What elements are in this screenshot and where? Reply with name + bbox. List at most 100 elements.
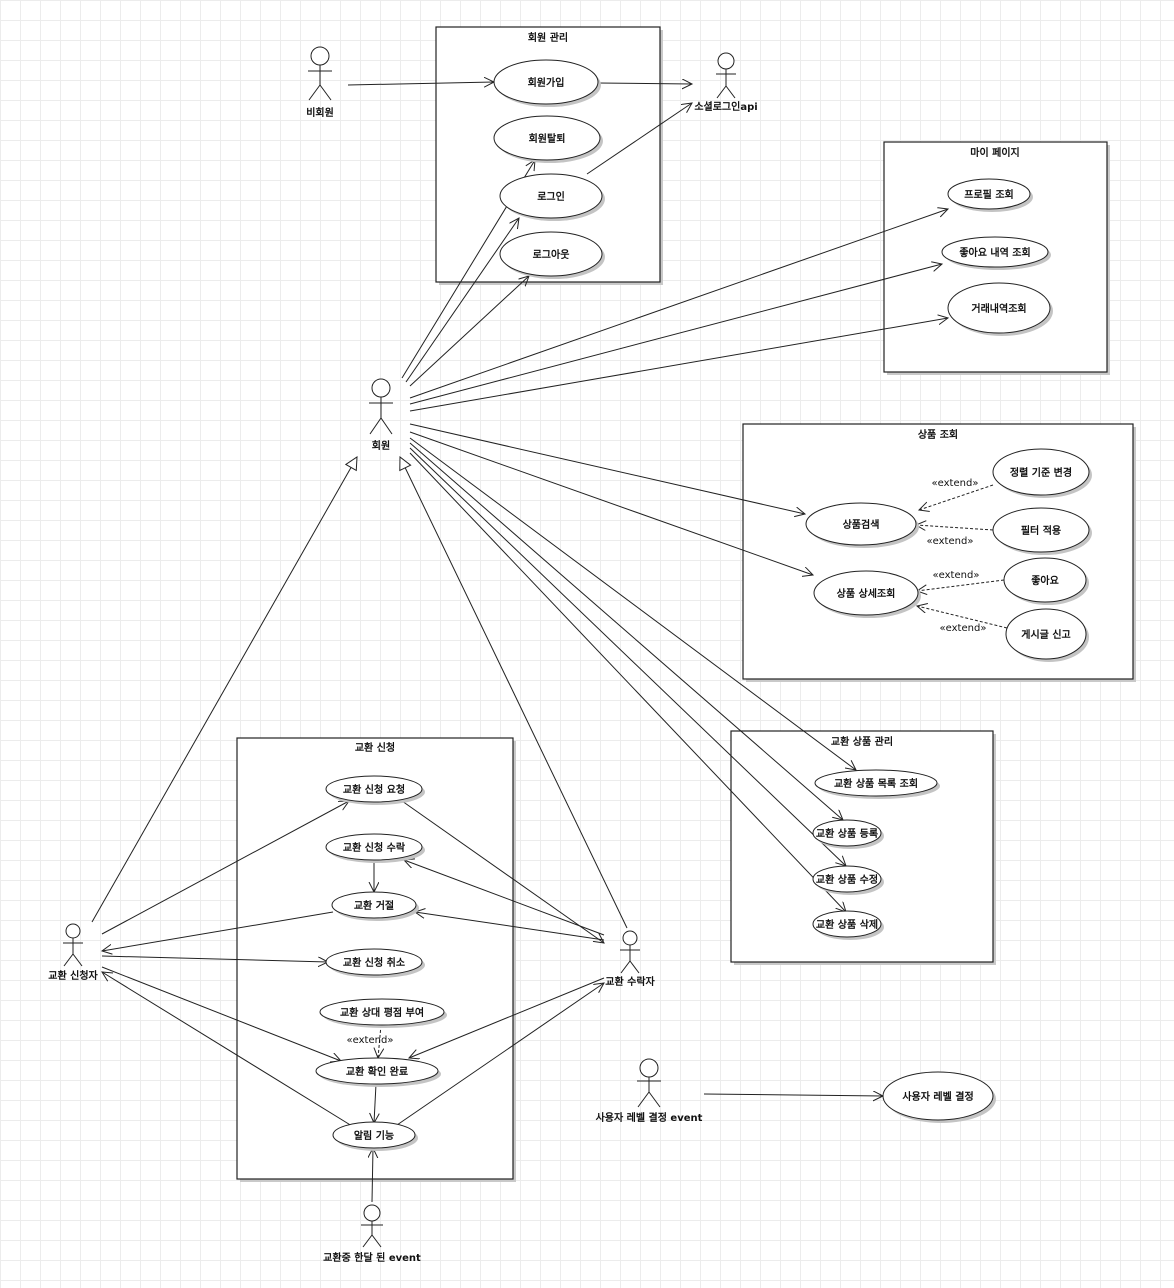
usecase-trade-history-label: 거래내역조회 <box>971 302 1026 315</box>
edge-level-event <box>703 1094 883 1096</box>
edge-notify-requester <box>102 972 353 1127</box>
usecase-login-label: 로그인 <box>537 190 565 203</box>
edge-member-login <box>405 218 519 383</box>
actor-member-label: 회원 <box>372 439 390 452</box>
usecase-likes-history[interactable]: 좋아요 내역 조회 <box>941 236 1051 270</box>
usecase-filter-apply-label: 필터 적용 <box>1021 524 1061 537</box>
usecase-logout[interactable]: 로그아웃 <box>499 231 605 279</box>
extend-label-rate: «extend» <box>347 1035 394 1046</box>
edge-acceptor-accept <box>404 860 605 936</box>
usecase-like[interactable]: 좋아요 <box>1003 557 1089 605</box>
edge-member-trades <box>409 318 948 412</box>
actor-level-event[interactable]: 사용자 레벨 결정 event <box>596 1058 703 1124</box>
usecase-req-request[interactable]: 교환 신청 요청 <box>325 775 425 805</box>
extend-filter <box>916 525 994 530</box>
usecase-confirm-complete-label: 교환 확인 완료 <box>346 1065 408 1078</box>
connectors <box>91 82 1008 1203</box>
usecase-sort-change[interactable]: 정렬 기준 변경 <box>992 448 1092 498</box>
edge-acceptor-reject <box>415 912 605 941</box>
actor-acceptor-label: 교환 수락자 <box>605 975 655 988</box>
edge-requester-cancel <box>101 955 328 962</box>
usecase-logout-label: 로그아웃 <box>533 248 570 261</box>
usecase-product-list-label: 교환 상품 목록 조회 <box>834 777 918 790</box>
box-my-page-title: 마이 페이지 <box>970 146 1019 159</box>
usecase-product-delete-label: 교환 상품 삭제 <box>816 918 878 931</box>
edge-request-acceptor <box>401 800 604 943</box>
actor-requester[interactable]: 교환 신청자 <box>48 923 99 982</box>
usecase-withdraw-label: 회원탈퇴 <box>529 132 566 145</box>
usecase-req-accept-label: 교환 신청 수락 <box>343 841 406 854</box>
edge-member-edit <box>409 447 846 866</box>
box-exchange-product-mgmt-title: 교환 상품 관리 <box>831 735 893 748</box>
edge-month-notify <box>372 1148 373 1203</box>
actor-social-login-api[interactable]: 소셜로그인api <box>694 52 758 113</box>
usecase-req-cancel[interactable]: 교환 신청 취소 <box>325 948 425 978</box>
usecase-rate-partner[interactable]: 교환 상대 평점 부여 <box>319 998 447 1028</box>
edge-nonmember-signup <box>347 82 494 85</box>
edge-login-social <box>586 103 692 175</box>
usecase-req-reject[interactable]: 교환 거절 <box>331 891 419 921</box>
usecase-sort-change-label: 정렬 기준 변경 <box>1010 466 1072 479</box>
usecase-report-post[interactable]: 게시글 신고 <box>1005 608 1089 662</box>
actor-acceptor[interactable]: 교환 수락자 <box>605 930 656 988</box>
usecase-withdraw[interactable]: 회원탈퇴 <box>493 115 603 163</box>
actor-social-login-api-label: 소셜로그인api <box>694 100 757 113</box>
actor-member[interactable]: 회원 <box>369 378 393 452</box>
usecase-req-accept[interactable]: 교환 신청 수락 <box>325 833 425 863</box>
edge-member-search <box>409 423 805 514</box>
usecase-product-search[interactable]: 상품검색 <box>805 502 919 548</box>
usecase-profile[interactable]: 프로필 조회 <box>947 178 1033 212</box>
extend-report <box>917 606 1008 629</box>
edge-member-delete <box>409 452 846 912</box>
edge-member-likes <box>409 264 942 405</box>
generalization-acceptor-member <box>399 455 628 929</box>
usecase-trade-history[interactable]: 거래내역조회 <box>947 282 1053 336</box>
edge-member-detail <box>409 431 813 575</box>
edge-acceptor-confirm <box>409 977 605 1058</box>
usecase-signup[interactable]: 회원가입 <box>493 59 601 107</box>
usecase-user-level[interactable]: 사용자 레벨 결정 <box>882 1071 996 1123</box>
usecase-req-request-label: 교환 신청 요청 <box>343 783 405 796</box>
edge-notify-acceptor <box>396 983 604 1126</box>
extend-label-like: «extend» <box>933 570 980 581</box>
usecase-notify-label: 알림 기능 <box>354 1129 394 1142</box>
actor-level-event-label: 사용자 레벨 결정 event <box>596 1111 703 1124</box>
usecase-product-delete[interactable]: 교환 상품 삭제 <box>812 910 884 940</box>
edge-requester-confirm <box>101 966 341 1061</box>
usecase-login[interactable]: 로그인 <box>499 173 605 221</box>
usecase-product-detail[interactable]: 상품 상세조회 <box>813 570 921 618</box>
usecase-product-edit-label: 교환 상품 수정 <box>816 873 878 886</box>
usecase-filter-apply[interactable]: 필터 적용 <box>992 507 1092 555</box>
edge-signup-social <box>597 83 692 84</box>
box-member-mgmt-title: 회원 관리 <box>528 31 568 44</box>
box-exchange-request-title: 교환 신청 <box>355 741 395 754</box>
extend-label-report: «extend» <box>940 623 987 634</box>
actor-month-event-label: 교환중 한달 된 event <box>323 1251 421 1264</box>
edge-member-register <box>409 442 843 820</box>
usecase-like-label: 좋아요 <box>1031 574 1059 587</box>
usecase-product-detail-label: 상품 상세조회 <box>837 587 896 600</box>
usecase-notify[interactable]: 알림 기능 <box>332 1121 418 1151</box>
extend-label-sort: «extend» <box>932 478 979 489</box>
usecase-likes-history-label: 좋아요 내역 조회 <box>959 246 1030 259</box>
edge-reject-requester <box>102 911 334 951</box>
edge-member-profile <box>409 209 948 399</box>
usecase-product-edit[interactable]: 교환 상품 수정 <box>812 865 884 895</box>
edge-member-list <box>409 437 856 770</box>
usecase-product-register[interactable]: 교환 상품 등록 <box>812 819 884 849</box>
actor-non-member[interactable]: 비회원 <box>306 46 334 119</box>
usecase-req-cancel-label: 교환 신청 취소 <box>343 956 405 969</box>
edge-requester-request <box>101 801 349 935</box>
extend-sort <box>919 484 994 510</box>
extend-labels: «extend» «extend» «extend» «extend» «ext… <box>347 478 987 1046</box>
actor-month-event[interactable]: 교환중 한달 된 event <box>323 1204 421 1264</box>
edge-confirm-notify <box>374 1083 376 1123</box>
usecase-user-level-label: 사용자 레벨 결정 <box>902 1090 973 1103</box>
usecase-profile-label: 프로필 조회 <box>964 188 1013 201</box>
usecase-signup-label: 회원가입 <box>528 76 565 89</box>
usecase-confirm-complete[interactable]: 교환 확인 완료 <box>315 1057 441 1087</box>
usecase-product-list[interactable]: 교환 상품 목록 조회 <box>814 769 940 799</box>
usecase-req-reject-label: 교환 거절 <box>354 899 394 912</box>
extend-label-filter: «extend» <box>927 536 974 547</box>
box-product-view-title: 상품 조회 <box>918 428 958 441</box>
